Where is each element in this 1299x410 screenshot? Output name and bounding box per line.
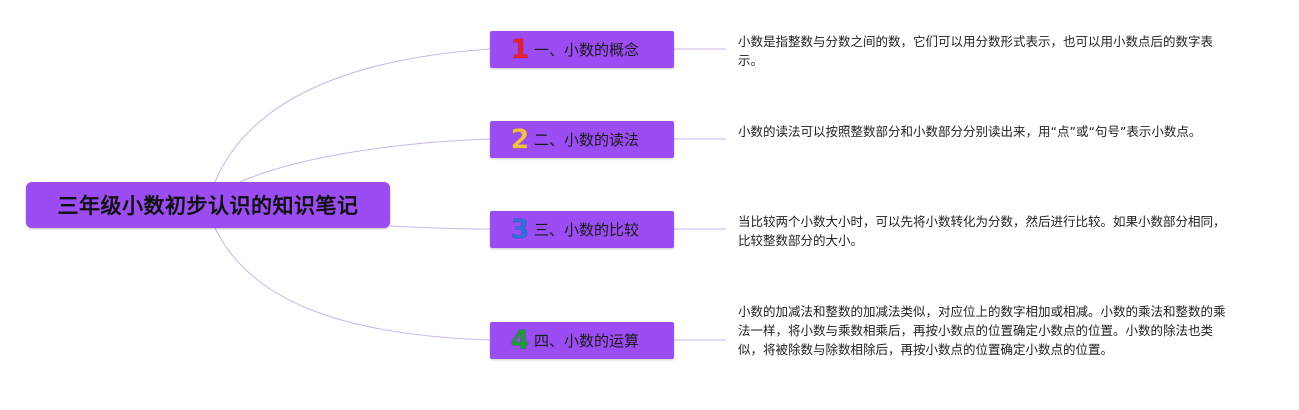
branch-label-3: 三、小数的比较 (534, 221, 640, 239)
connector-root-branch-1 (214, 48, 491, 183)
branch-label-2: 二、小数的读法 (534, 131, 640, 149)
description-4: 小数的加减法和整数的加减法类似，对应位上的数字相加或相减。小数的乘法和整数的乘法… (738, 304, 1226, 357)
description-1: 小数是指整数与分数之间的数，它们可以用分数形式表示，也可以用小数点后的数字表示。 (738, 34, 1214, 68)
connector-root-branch-3 (389, 225, 491, 230)
branch-number-1: 1 (510, 34, 530, 65)
branch-topic-3[interactable]: 3 三、小数的比较 (490, 211, 674, 248)
branch-number-2: 2 (510, 124, 530, 155)
branch-label-4: 四、小数的运算 (534, 332, 640, 350)
root-topic[interactable]: 三年级小数初步认识的知识笔记 (26, 182, 390, 228)
connector-root-branch-2 (239, 138, 491, 183)
branch-topic-4[interactable]: 4 四、小数的运算 (490, 322, 674, 359)
description-3: 当比较两个小数大小时，可以先将小数转化为分数，然后进行比较。如果小数部分相同，比… (738, 214, 1226, 248)
connector-root-branch-4 (214, 227, 491, 341)
branch-topic-1[interactable]: 1 一、小数的概念 (490, 31, 674, 68)
branch-topic-2[interactable]: 2 二、小数的读法 (490, 121, 674, 158)
branch-label-1: 一、小数的概念 (534, 41, 640, 59)
description-2: 小数的读法可以按照整数部分和小数部分分别读出来，用“点”或“句号”表示小数点。 (738, 124, 1202, 139)
root-title: 三年级小数初步认识的知识笔记 (57, 194, 359, 218)
branch-number-3: 3 (510, 214, 530, 245)
branch-number-4: 4 (510, 325, 530, 356)
